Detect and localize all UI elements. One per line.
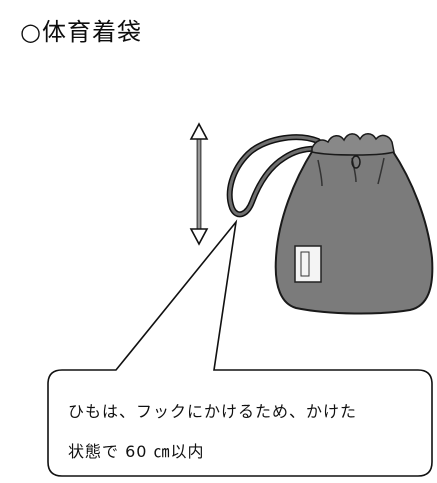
page-title: ○体育着袋 [20,18,142,46]
note-line: ひもは、フックにかけるため、かけた [68,402,358,421]
callout-bubble [47,219,433,477]
drawstring-bag-icon [274,133,434,315]
note-line: 状態で 60 ㎝以内 [68,442,205,461]
double-arrow-icon [189,122,209,246]
string-loop [226,134,323,218]
name-label [294,245,322,283]
